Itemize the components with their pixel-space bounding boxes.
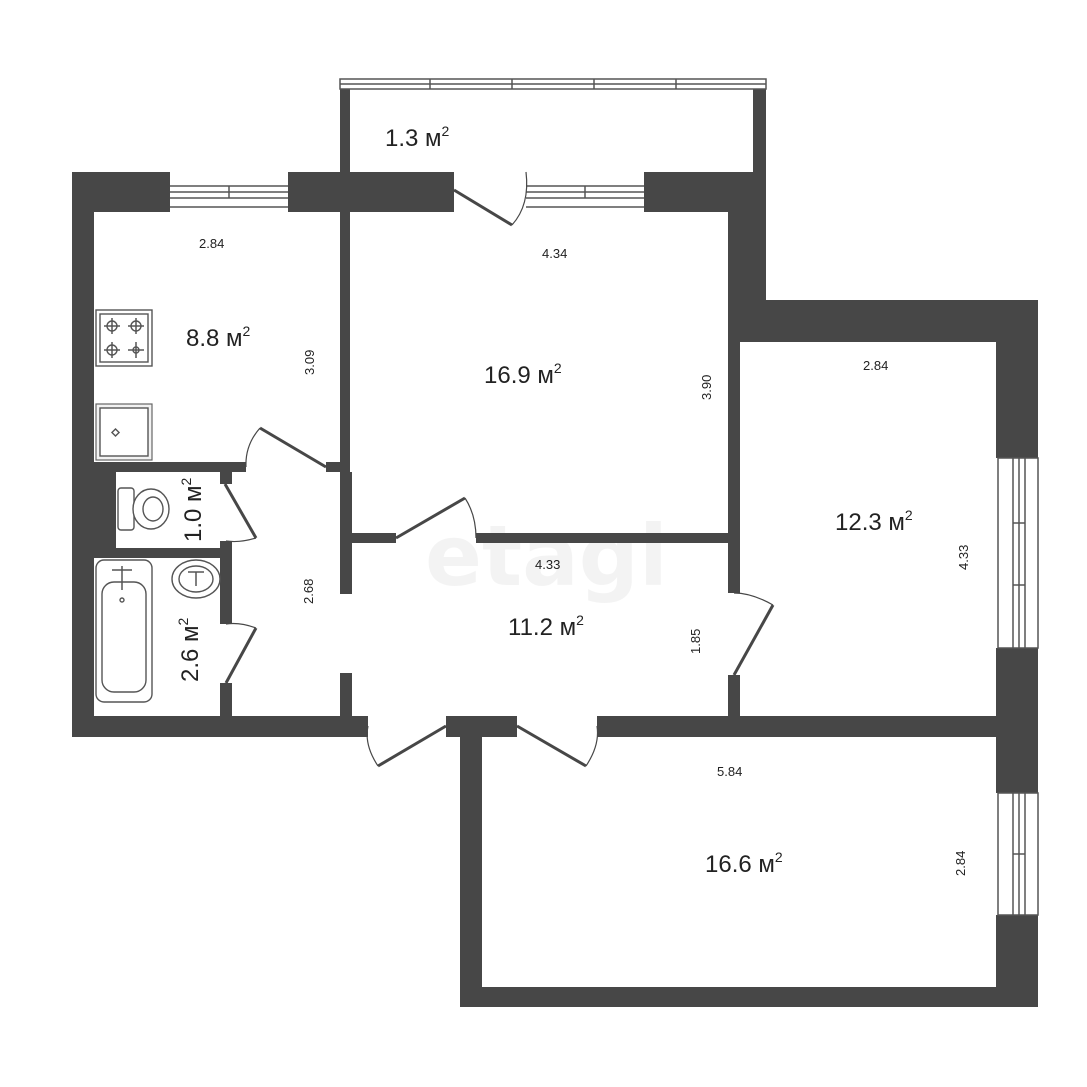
- living-room-area: 16.9 м2: [484, 360, 562, 389]
- hallway-area: 11.2 м2: [508, 612, 584, 641]
- kitchen-depth-dim: 3.09: [302, 350, 317, 375]
- bathroom-area: 2.6 м2: [175, 617, 204, 682]
- hall-depth-dim: 1.85: [688, 629, 703, 654]
- bedroom-south-area: 16.6 м2: [705, 849, 783, 878]
- kitchen-width-dim: 2.84: [199, 236, 224, 251]
- living-width-dim: 4.34: [542, 246, 567, 261]
- toilet-door: [223, 483, 258, 543]
- stove-icon: [95, 309, 153, 367]
- kitchen-area: 8.8 м2: [186, 323, 251, 352]
- doors: [223, 171, 775, 768]
- fixtures: [95, 309, 221, 703]
- bedroom-east-door: [732, 592, 775, 676]
- entrance-door: [366, 724, 447, 768]
- bathtub-icon: [95, 559, 153, 703]
- living-door: [395, 496, 477, 540]
- bedroom-east-width-dim: 2.84: [863, 358, 888, 373]
- balcony-door: [453, 171, 528, 227]
- toilet-area: 1.0 м2: [178, 477, 207, 542]
- walls: [72, 80, 1038, 1007]
- bedroom-east-depth-dim: 4.33: [956, 545, 971, 570]
- windows: [170, 78, 1039, 916]
- watermark: etagi: [425, 507, 668, 605]
- bathroom-door: [224, 622, 258, 684]
- balcony-window: [339, 78, 767, 90]
- bedroom-east-area: 12.3 м2: [835, 507, 913, 536]
- corridor-length-dim: 2.68: [301, 579, 316, 604]
- living-depth-dim: 3.90: [699, 375, 714, 400]
- dimension-labels: 2.84 3.09 4.34 3.90 2.84 4.33 4.33 1.85 …: [199, 236, 971, 876]
- living-window: [526, 185, 644, 208]
- balcony-area: 1.3 м2: [385, 123, 450, 152]
- kitchen-door: [245, 426, 327, 469]
- hall-width-dim: 4.33: [535, 557, 560, 572]
- kitchen-window: [170, 185, 288, 208]
- washbasin-icon: [171, 559, 221, 599]
- room-labels: 1.3 м2 8.8 м2 16.9 м2 12.3 м2 11.2 м2 16…: [175, 123, 913, 878]
- bedroom-south-depth-dim: 2.84: [953, 851, 968, 876]
- bedroom-south-width-dim: 5.84: [717, 764, 742, 779]
- kitchen-sink-icon: [95, 403, 153, 461]
- toilet-icon: [117, 487, 170, 531]
- bedroom-south-door: [516, 724, 599, 768]
- bedroom-south-window: [997, 792, 1039, 916]
- bedroom-east-window: [997, 457, 1039, 649]
